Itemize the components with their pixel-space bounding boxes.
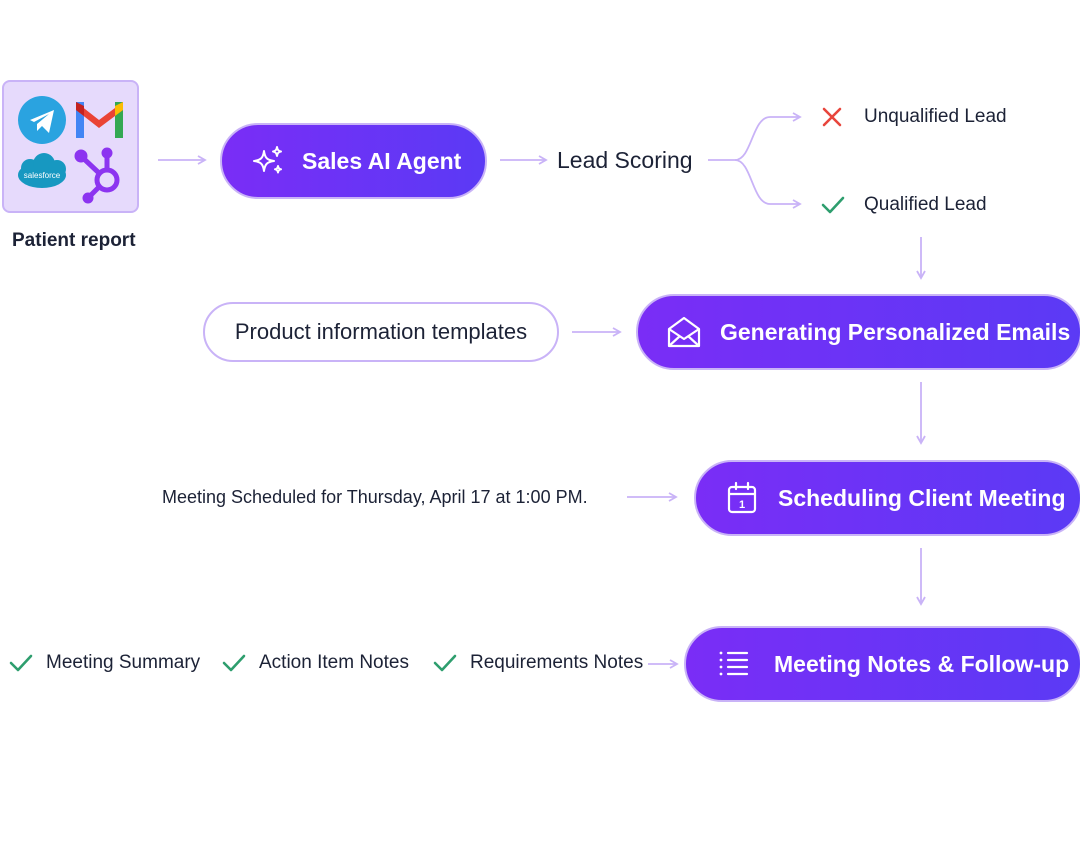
telegram-icon [18, 96, 66, 144]
followup-item: Requirements Notes [432, 652, 643, 674]
integration-icons: salesforce [18, 96, 123, 204]
check-icon [222, 654, 246, 672]
meeting-scheduled-text: Meeting Scheduled for Thursday, April 17… [162, 487, 588, 507]
followup-item-label: Meeting Summary [46, 652, 201, 673]
qualified-lead-label: Qualified Lead [864, 194, 987, 215]
product-templates-label: Product information templates [234, 319, 528, 344]
check-icon [9, 654, 33, 672]
source-integrations-box: salesforce [2, 80, 139, 213]
list-icon [714, 650, 754, 678]
svg-text:salesforce: salesforce [24, 171, 61, 180]
scheduling-meeting-node[interactable]: 1 Scheduling Client Meeting [694, 460, 1080, 536]
calendar-icon: 1 [722, 481, 762, 515]
product-templates-node[interactable]: Product information templates [203, 302, 559, 362]
followup-item-label: Action Item Notes [259, 652, 409, 673]
meeting-notes-node[interactable]: Meeting Notes & Follow-up [684, 626, 1080, 702]
salesforce-icon: salesforce [18, 153, 66, 188]
check-icon [821, 196, 845, 214]
scheduling-meeting-label: Scheduling Client Meeting [778, 484, 1066, 511]
followup-item-label: Requirements Notes [470, 652, 644, 673]
check-icon [433, 654, 457, 672]
source-label: Patient report [12, 230, 136, 251]
sales-ai-agent-label: Sales AI Agent [302, 147, 462, 174]
x-icon [822, 107, 842, 127]
svg-text:1: 1 [739, 499, 745, 511]
sparkles-icon [248, 144, 288, 178]
unqualified-lead-label: Unqualified Lead [864, 106, 1007, 127]
envelope-icon [664, 315, 704, 349]
lead-scoring-label: Lead Scoring [557, 147, 693, 173]
branch-to-qualified [734, 159, 802, 209]
followup-item: Action Item Notes [221, 652, 409, 674]
branch-to-unqualified [708, 112, 802, 161]
gmail-icon [76, 102, 123, 138]
sales-ai-agent-node[interactable]: Sales AI Agent [220, 123, 487, 199]
meeting-notes-label: Meeting Notes & Follow-up [774, 650, 1070, 677]
followup-item: Meeting Summary [8, 652, 200, 674]
personalized-emails-label: Generating Personalized Emails [720, 318, 1071, 345]
personalized-emails-node[interactable]: Generating Personalized Emails [636, 294, 1080, 370]
hubspot-icon [74, 147, 120, 204]
